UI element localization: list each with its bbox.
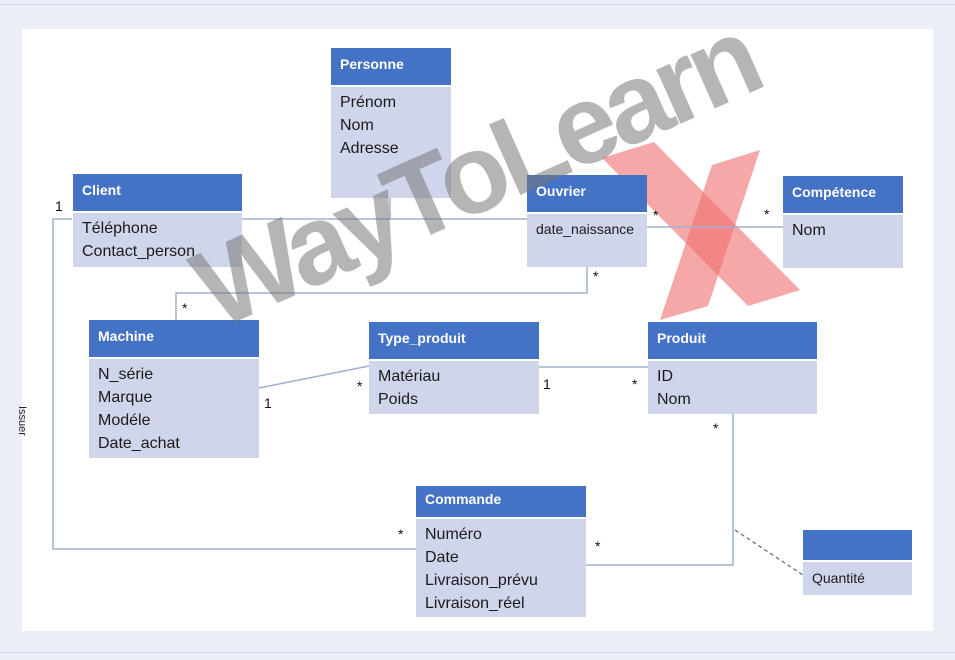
class-competence-attributes: Nom — [783, 213, 903, 268]
class-type-produit[interactable]: Type_produit Matériau Poids — [369, 322, 539, 414]
multiplicity-label: * — [595, 538, 601, 554]
class-machine-title: Machine — [89, 320, 259, 357]
multiplicity-label: * — [357, 378, 363, 394]
class-client-title: Client — [73, 174, 242, 211]
class-produit-title: Produit — [648, 322, 817, 359]
class-machine[interactable]: Machine N_série Marque Modéle Date_achat — [89, 320, 259, 458]
class-produit-attributes: ID Nom — [648, 359, 817, 414]
class-attribute: N_série — [98, 366, 154, 383]
class-attribute: Téléphone — [82, 220, 158, 237]
class-client[interactable]: Client Téléphone Contact_person — [73, 174, 242, 267]
multiplicity-label: * — [653, 207, 659, 223]
class-machine-attributes: N_série Marque Modéle Date_achat — [89, 357, 259, 458]
class-attribute: Nom — [340, 117, 374, 134]
multiplicity-label: 1 — [264, 395, 272, 411]
association-class-title — [803, 530, 912, 560]
class-attribute: Nom — [657, 391, 691, 408]
multiplicity-label: 1 — [543, 376, 551, 392]
class-attribute: Modéle — [98, 412, 151, 429]
class-attribute: Date_achat — [98, 435, 180, 452]
class-attribute: Date — [425, 549, 459, 566]
multiplicity-label: 1 — [55, 198, 63, 214]
top-rule — [0, 4, 955, 5]
multiplicity-label: * — [713, 420, 719, 436]
class-attribute: Numéro — [425, 526, 482, 543]
class-client-attributes: Téléphone Contact_person — [73, 211, 242, 267]
multiplicity-label: * — [398, 526, 404, 542]
class-attribute: Contact_person — [82, 243, 195, 260]
class-attribute: Quantité — [812, 570, 865, 586]
class-attribute: ID — [657, 368, 673, 385]
association-class-attributes: Quantité — [803, 560, 912, 595]
class-type-produit-title: Type_produit — [369, 322, 539, 359]
association-class[interactable]: Quantité — [803, 530, 912, 595]
class-ouvrier[interactable]: Ouvrier date_naissance — [527, 175, 647, 267]
class-commande[interactable]: Commande Numéro Date Livraison_prévu Liv… — [416, 486, 586, 617]
class-personne-title: Personne — [331, 48, 451, 85]
class-attribute: Prénom — [340, 94, 397, 111]
class-attribute: Marque — [98, 389, 153, 406]
class-competence[interactable]: Compétence Nom — [783, 176, 903, 268]
class-attribute: date_naissance — [536, 221, 635, 237]
class-attribute: Livraison_réel — [425, 595, 525, 612]
class-produit[interactable]: Produit ID Nom — [648, 322, 817, 414]
class-attribute: Matériau — [378, 368, 441, 385]
bottom-rule — [0, 652, 955, 653]
class-attribute: Poids — [378, 391, 419, 408]
multiplicity-label: * — [182, 300, 188, 316]
class-attribute: Livraison_prévu — [425, 572, 538, 589]
class-ouvrier-attributes: date_naissance — [527, 212, 647, 267]
class-ouvrier-title: Ouvrier — [527, 175, 647, 212]
multiplicity-label: * — [764, 206, 770, 222]
class-attribute: Nom — [792, 222, 826, 239]
class-commande-attributes: Numéro Date Livraison_prévu Livraison_ré… — [416, 517, 586, 617]
multiplicity-label: * — [593, 268, 599, 284]
multiplicity-label: * — [632, 376, 638, 392]
class-type-produit-attributes: Matériau Poids — [369, 359, 539, 414]
role-label-issuer: Issuer — [16, 406, 28, 436]
class-commande-title: Commande — [416, 486, 586, 517]
class-personne-attributes: Prénom Nom Adresse — [331, 85, 451, 198]
class-competence-title: Compétence — [783, 176, 903, 213]
class-personne[interactable]: Personne Prénom Nom Adresse — [331, 48, 451, 198]
class-attribute: Adresse — [340, 140, 399, 157]
